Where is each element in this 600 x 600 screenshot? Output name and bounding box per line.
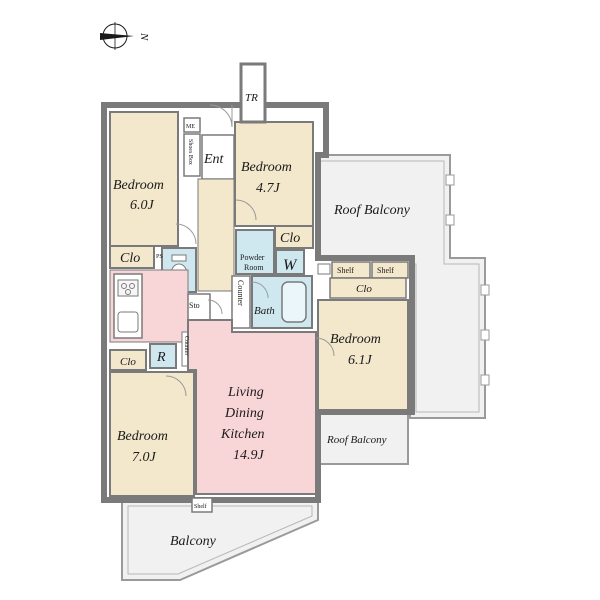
bath-label: Bath (254, 305, 275, 317)
hallway (197, 178, 235, 292)
shelf-sw-label: Shelf (194, 503, 207, 510)
bedroom-ne (234, 121, 314, 227)
powder-room (235, 229, 275, 275)
shelf-2-label: Shelf (377, 266, 394, 275)
north-label: N (138, 32, 150, 41)
me-box (183, 117, 201, 133)
kitchen (109, 269, 189, 343)
shelf-sw (191, 497, 213, 513)
roof-balcony-large-label: Roof Balcony (333, 203, 411, 218)
closet-nw (109, 245, 155, 269)
ldk-line-1: Living (227, 385, 264, 400)
shelf-1-label: Shelf (337, 266, 354, 275)
bedroom-sw-name: Bedroom (117, 429, 168, 444)
shoes-box (183, 133, 201, 177)
shoes-box-label: Shoes Box (187, 139, 193, 165)
bedroom-ne-name: Bedroom (241, 160, 292, 175)
ldk-size: 14.9J (233, 448, 265, 463)
closet-e (329, 277, 407, 299)
storage-label: Sto (189, 301, 200, 310)
entrance (201, 134, 235, 180)
bedroom-nw (109, 111, 179, 247)
me-label: ME (186, 124, 195, 130)
counter-vertical (231, 275, 251, 329)
balcony-area (121, 499, 319, 581)
balcony-label: Balcony (170, 534, 217, 549)
door-swings (165, 199, 335, 397)
trunk-room (209, 62, 267, 128)
closet-e-label: Clo (356, 283, 372, 295)
closet-sw-label: Clo (120, 356, 136, 368)
washer-label: W (283, 257, 298, 274)
closet-sw (109, 349, 147, 371)
refrigerator-space (149, 343, 177, 369)
ldk-line-3: Kitchen (220, 427, 265, 442)
refrigerator-label: R (156, 350, 166, 365)
closet-nw-label: Clo (120, 251, 140, 266)
ps-label: PS (156, 254, 163, 260)
bedroom-nw-name: Bedroom (113, 178, 164, 193)
tr-label: TR (245, 92, 258, 104)
bedroom-ne-size: 4.7J (256, 181, 281, 196)
powder-room-label-2: Room (244, 263, 264, 272)
north-arrow-icon (100, 22, 134, 50)
counter-vertical-label: Counter (236, 280, 245, 306)
washer-space (275, 249, 305, 275)
bedroom-nw-size: 6.0J (130, 198, 155, 213)
ldk-line-2: Dining (224, 406, 264, 421)
entrance-label: Ent (203, 152, 225, 167)
bedroom-sw (109, 371, 195, 497)
closet-ne-label: Clo (280, 231, 300, 246)
bedroom-e-size: 6.1J (348, 353, 373, 368)
ps-box-e (317, 263, 331, 275)
counter-small-label: Counter (183, 336, 189, 355)
living-dining-kitchen (187, 319, 317, 495)
bathroom (251, 275, 313, 329)
roof-balcony-small-label: Roof Balcony (326, 434, 387, 446)
bedroom-e-name: Bedroom (330, 332, 381, 347)
bedroom-sw-size: 7.0J (132, 450, 157, 465)
powder-room-label-1: Powder (240, 253, 265, 262)
bedroom-e (317, 299, 409, 411)
